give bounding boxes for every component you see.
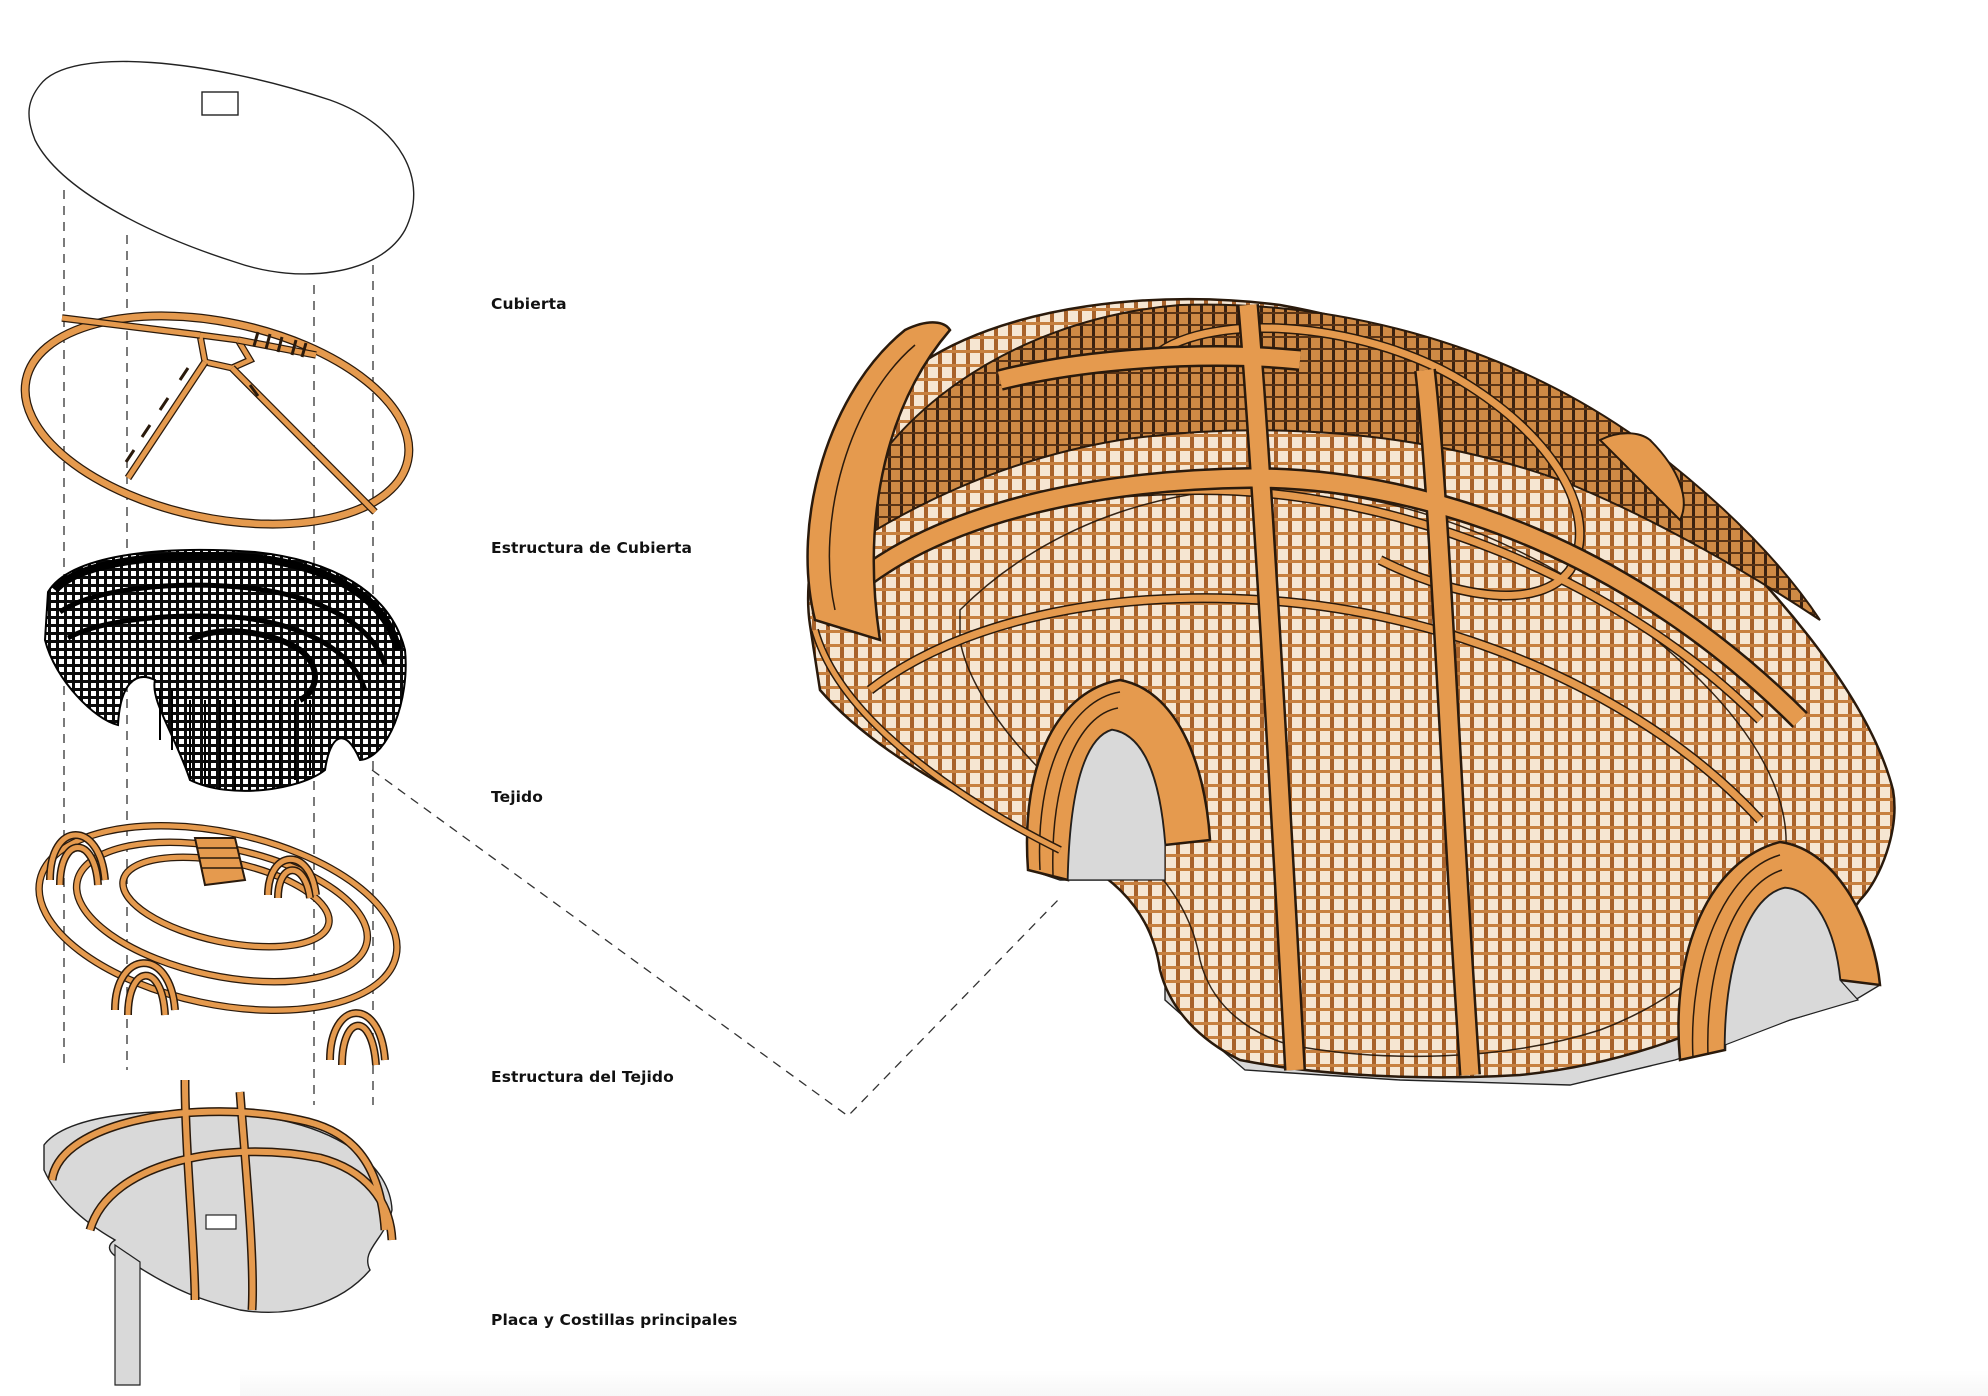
layer-label-placa-y-costillas: Placa y Costillas principales xyxy=(491,1311,738,1329)
layer-label-cubierta: Cubierta xyxy=(491,295,567,313)
upper-shell xyxy=(828,303,1821,621)
layer-label-estructura-del-tejido: Estructura del Tejido xyxy=(491,1068,674,1086)
roof-structure-drawing xyxy=(20,311,414,529)
access-ramp xyxy=(114,1243,141,1386)
skylight-opening xyxy=(201,91,239,116)
main-ribs xyxy=(811,304,1808,1076)
side-arch-right xyxy=(1598,432,1685,522)
fabric-drawing xyxy=(43,548,407,792)
slab-and-ribs-drawing xyxy=(43,1079,397,1386)
arch-group xyxy=(46,831,389,1066)
side-arch-left xyxy=(806,321,952,642)
assembled-pavilion-axonometric xyxy=(806,297,1896,1086)
fabric-structure-drawing xyxy=(35,822,401,1066)
callout-dashed-line xyxy=(371,769,1059,1117)
layer-label-tejido: Tejido xyxy=(491,788,543,806)
floor-shade xyxy=(240,1370,1988,1396)
slab-opening xyxy=(205,1214,237,1230)
roof-cover-drawing xyxy=(28,60,415,275)
entrance-arch-front-right xyxy=(1677,840,1882,1062)
entrance-arch-front-left xyxy=(1025,678,1212,882)
layer-label-estructura-de-cubierta: Estructura de Cubierta xyxy=(491,539,693,557)
